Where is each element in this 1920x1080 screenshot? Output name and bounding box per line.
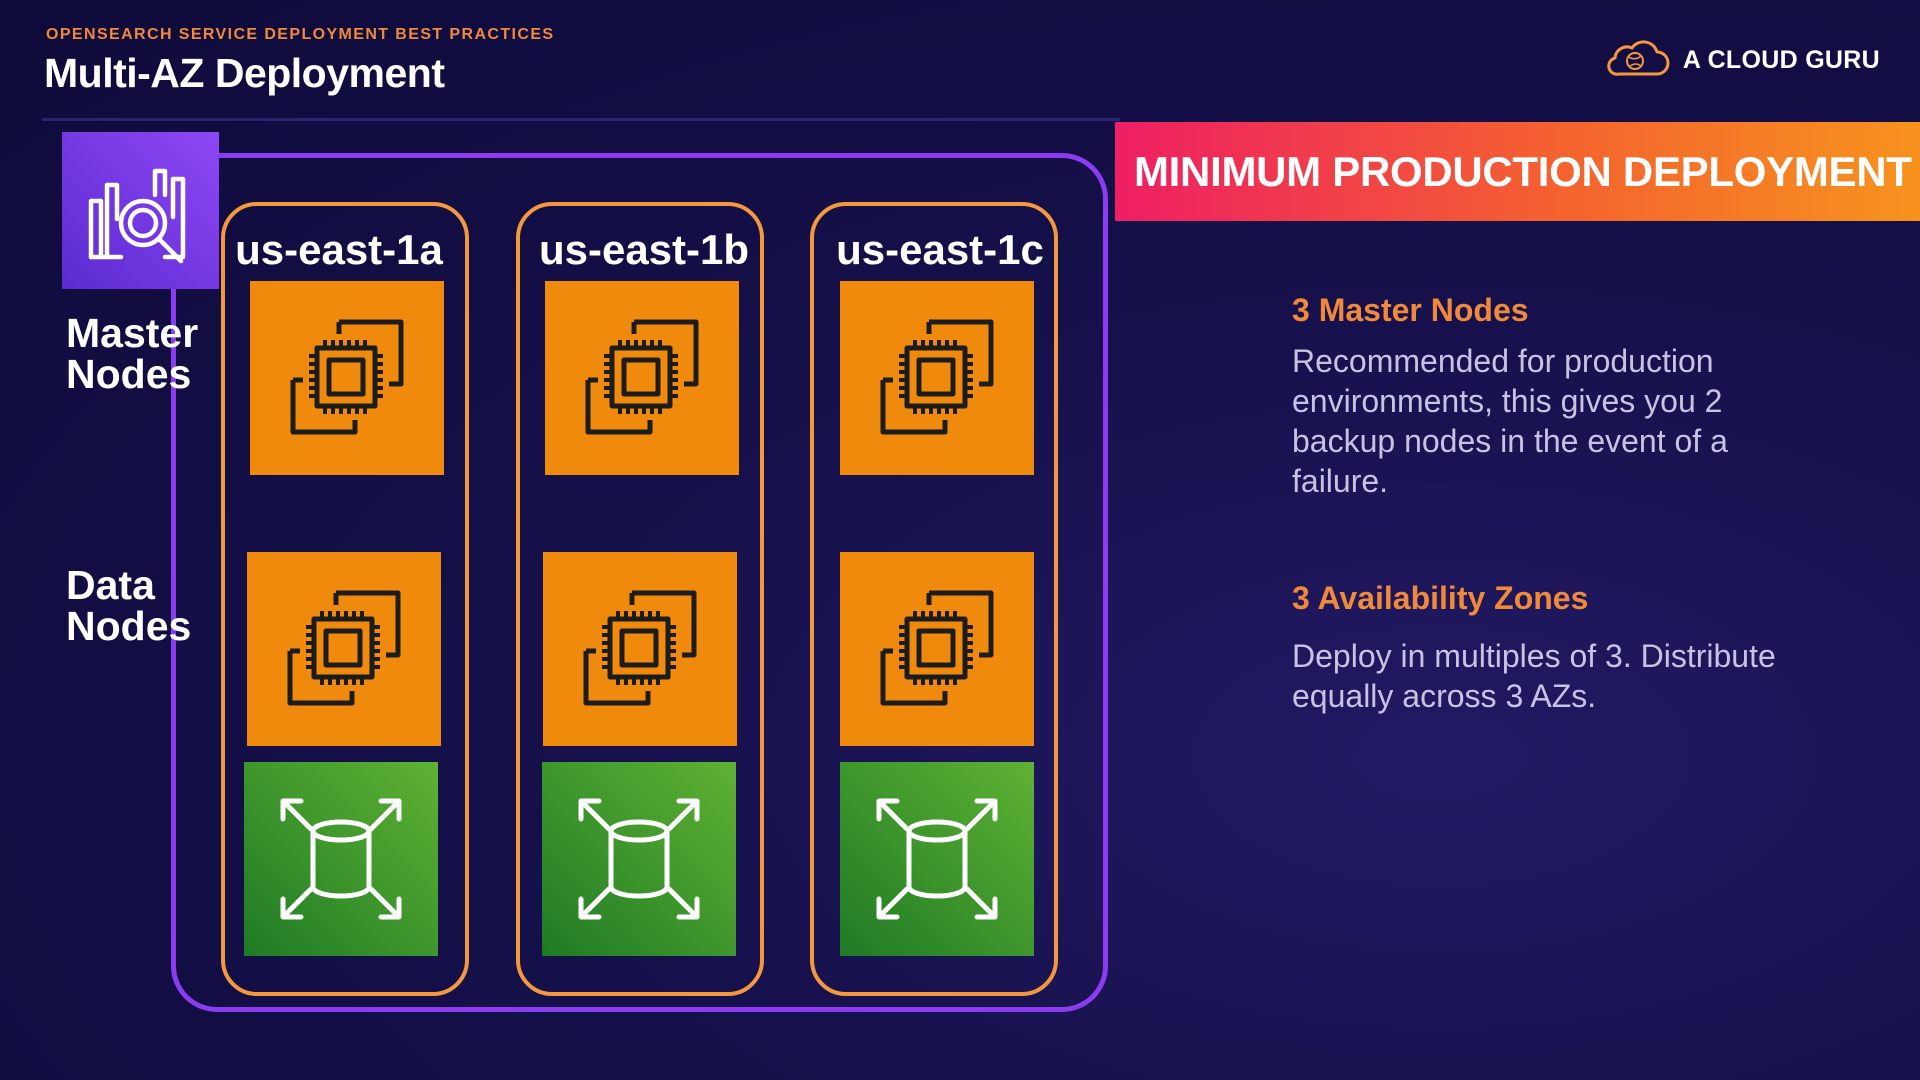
opensearch-icon [88, 168, 185, 263]
ebs-elastic-volume-icon [271, 789, 411, 929]
data-node-1c [840, 552, 1034, 746]
az-us-east-1a [221, 202, 469, 996]
ec2-instances-icon [867, 308, 1007, 448]
az-us-east-1b [516, 202, 764, 996]
ec2-instances-icon [867, 579, 1007, 719]
availability-zones-heading: 3 Availability Zones [1292, 580, 1589, 616]
storage-volume-1b [542, 762, 736, 956]
ec2-instances-icon [274, 579, 414, 719]
header-divider [42, 118, 1120, 121]
ebs-elastic-volume-icon [569, 789, 709, 929]
master-nodes-description: Recommended for production environments,… [1292, 343, 1728, 499]
ec2-instances-icon [277, 308, 417, 448]
availability-zones-description: Deploy in multiples of 3. Distribute equ… [1292, 638, 1776, 714]
storage-volume-1a [244, 762, 438, 956]
brand-logo: A CLOUD GURU [1605, 40, 1880, 80]
ec2-instances-icon [570, 579, 710, 719]
az-us-east-1c [810, 202, 1058, 996]
ec2-instances-icon [572, 308, 712, 448]
master-node-1b [545, 281, 739, 475]
cloud-logo-icon [1607, 40, 1670, 76]
banner-text: MINIMUM PRODUCTION DEPLOYMENT [1134, 147, 1912, 195]
az-label-1a: us-east-1a [235, 226, 443, 273]
az-label-1c: us-east-1c [836, 226, 1044, 273]
brand-name: A CLOUD GURU [1682, 45, 1880, 74]
section-eyebrow: OPENSEARCH SERVICE DEPLOYMENT BEST PRACT… [46, 26, 555, 43]
data-node-1a [247, 552, 441, 746]
region-container [171, 153, 1108, 1012]
page-title: Multi-AZ Deployment [44, 50, 445, 96]
az-label-1b: us-east-1b [538, 226, 750, 273]
storage-volume-1c [840, 762, 1034, 956]
minimum-deployment-banner: MINIMUM PRODUCTION DEPLOYMENT [1115, 122, 1920, 221]
ebs-elastic-volume-icon [867, 789, 1007, 929]
master-nodes-heading: 3 Master Nodes [1292, 292, 1529, 328]
master-node-1c [840, 281, 1034, 475]
master-node-1a [250, 281, 444, 475]
data-node-1b [543, 552, 737, 746]
opensearch-service-icon [62, 132, 219, 289]
